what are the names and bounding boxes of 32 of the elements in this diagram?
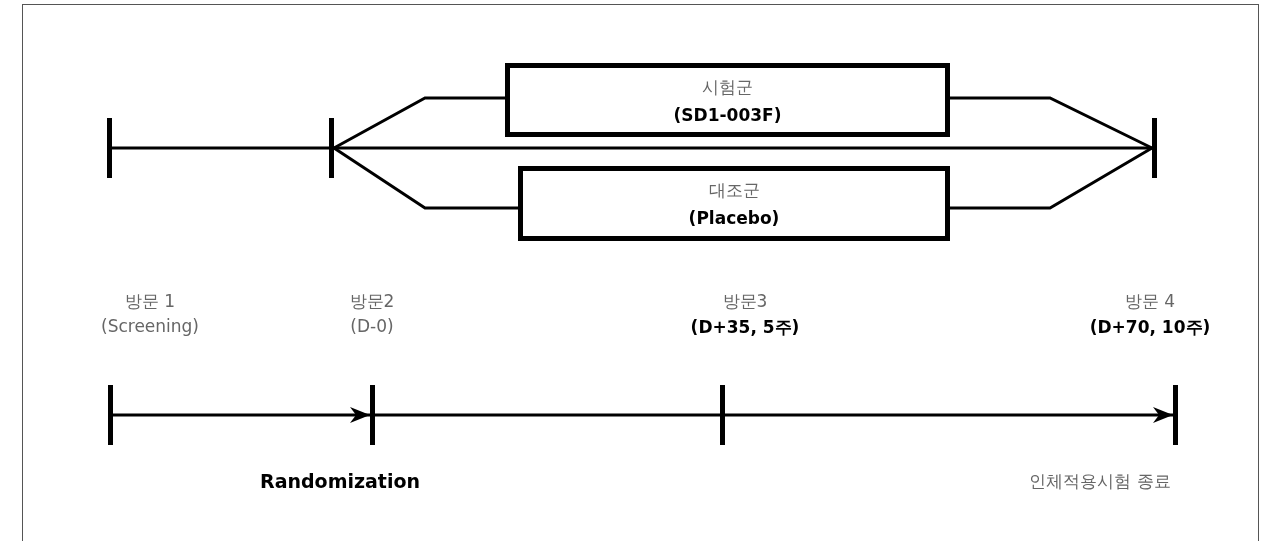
visit-detail: (Screening) (101, 316, 199, 336)
tick-mark (107, 118, 112, 178)
group-box (518, 166, 950, 241)
connector-line (375, 413, 720, 417)
tick-mark (370, 385, 375, 445)
group-detail: (SD1-003F) (673, 104, 782, 125)
tick-mark (1152, 118, 1157, 178)
arrow (725, 407, 1173, 423)
visit-detail: (D+70, 10주) (1089, 316, 1211, 339)
visit-label: 방문 1 (124, 290, 176, 313)
connector-line (112, 146, 329, 150)
group-box (505, 63, 950, 137)
tick-mark (108, 385, 113, 445)
visit-detail: (D+35, 5주) (690, 316, 800, 339)
visit-detail: (D-0) (350, 316, 394, 336)
group-detail: (Placebo) (688, 208, 780, 228)
connector-line (950, 146, 1153, 210)
tick-mark (720, 385, 725, 445)
group-name: 시험군 (702, 75, 753, 99)
connector-line (334, 146, 1152, 150)
connector-line (333, 96, 505, 150)
tick-mark (1173, 385, 1178, 445)
arrow (113, 407, 370, 423)
note-text: 인체적용시험 종료 (1029, 470, 1171, 493)
group-name: 대조군 (708, 179, 760, 202)
tick-mark (329, 118, 334, 178)
connector-line (950, 96, 1153, 150)
edge-label: Randomization (260, 470, 420, 492)
visit-label: 방문 4 (1124, 290, 1176, 313)
visit-label: 방문2 (349, 290, 395, 313)
visit-label: 방문3 (722, 290, 768, 313)
connector-line (333, 146, 518, 210)
